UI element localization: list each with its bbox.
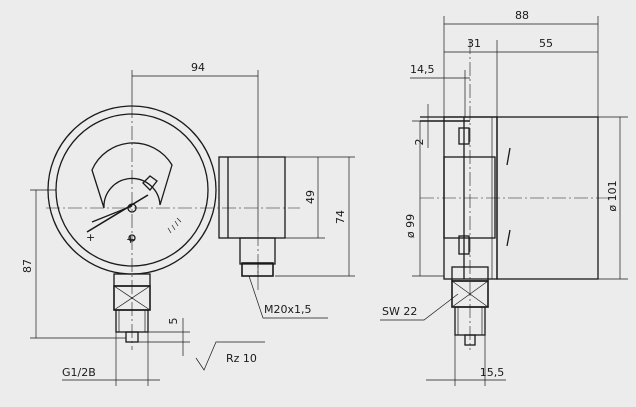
dim-49-label: 49 xyxy=(304,190,317,204)
dim-87-label: 87 xyxy=(21,259,34,273)
side-view: 88 31 55 14,5 2 ø 99 ø 101 SW 22 15,5 xyxy=(380,9,628,386)
wrench-leader xyxy=(380,293,459,321)
cable-gland-upper xyxy=(239,237,276,265)
dim-2-label: 2 xyxy=(413,139,426,146)
dim-155-label: 15,5 xyxy=(480,366,505,379)
contact-dial-cutout xyxy=(91,142,173,209)
roughness-label: Rz 10 xyxy=(226,352,257,365)
dim-88-label: 88 xyxy=(515,9,529,22)
side-contact-box xyxy=(443,156,496,239)
dial-scale-ticks xyxy=(167,217,182,234)
dim-94-label: 94 xyxy=(191,61,205,74)
dim-31-label: 31 xyxy=(467,37,481,50)
dial-pointer-2 xyxy=(91,205,133,223)
gland-thread-label: M20x1,5 xyxy=(264,303,312,316)
dim-5-label: 5 xyxy=(167,318,180,325)
dim-145-label: 14,5 xyxy=(410,63,435,76)
wrench-size-label: SW 22 xyxy=(382,305,417,318)
cable-gland-nut xyxy=(241,262,274,277)
gland-leader xyxy=(248,275,328,319)
dim-g12b-label: G1/2B xyxy=(62,366,96,379)
dial-pointer xyxy=(86,194,149,233)
dial-marker-plus: + xyxy=(126,233,135,246)
dial-marker-minus: + xyxy=(86,231,95,244)
contact-flag xyxy=(142,175,158,191)
side-contact-slot-bottom xyxy=(458,235,470,255)
dim-55-label: 55 xyxy=(539,37,553,50)
side-slot-2 xyxy=(506,229,511,247)
contact-box xyxy=(218,156,286,239)
dim-99-label: ø 99 xyxy=(404,214,417,238)
side-contact-slot-top xyxy=(458,127,470,145)
dim-74-label: 74 xyxy=(334,210,347,224)
side-slot-1 xyxy=(506,147,511,166)
front-view: + + 94 49 74 xyxy=(21,61,355,386)
dim-101-label: ø 101 xyxy=(606,180,619,211)
roughness-symbol xyxy=(195,341,265,371)
